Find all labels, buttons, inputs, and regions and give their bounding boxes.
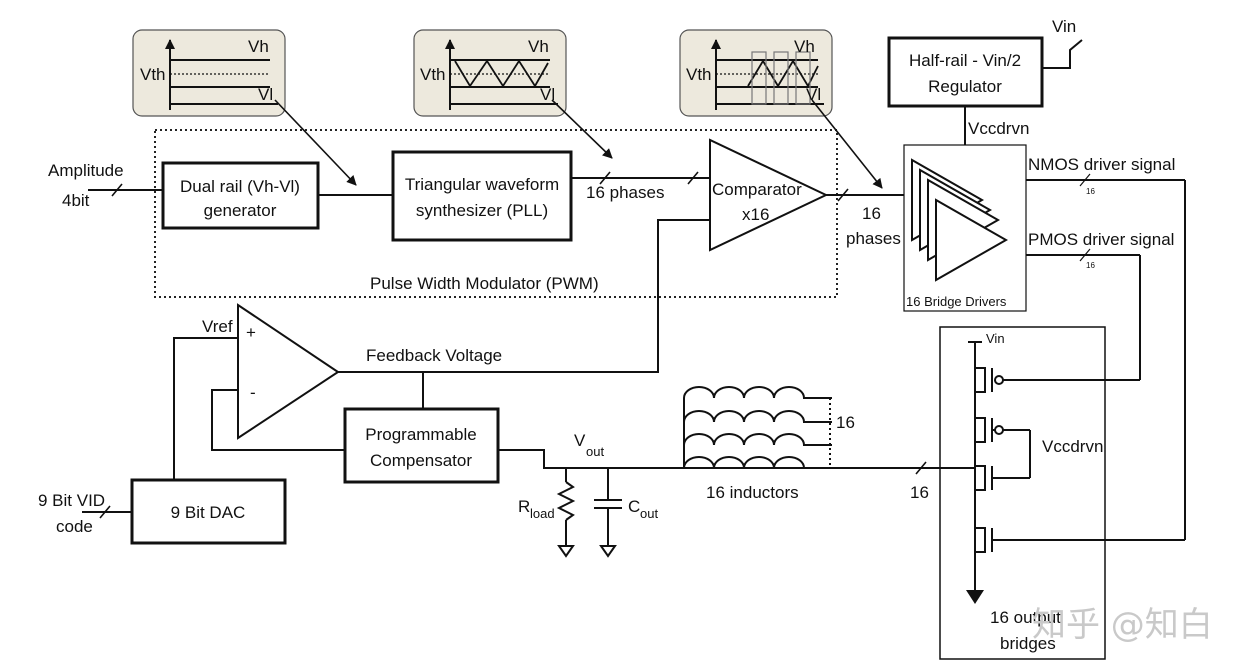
amp-plus-label: +	[246, 323, 256, 342]
comparator-label-2: x16	[742, 205, 769, 224]
pwm-region-label: Pulse Width Modulator (PWM)	[370, 274, 599, 293]
rload-resistor	[556, 481, 576, 521]
output-bridges-label-1: 16 output	[990, 608, 1061, 627]
inductor-count-label: 16	[836, 413, 855, 432]
rload-subscript: load	[530, 506, 555, 521]
inset2-vl: Vl	[540, 85, 555, 104]
inset1-vh: Vh	[248, 37, 269, 56]
inset3-pointer	[811, 99, 883, 189]
programmable-compensator-block	[343, 407, 500, 484]
regulator-label-2: Regulator	[928, 77, 1002, 96]
nmos-label: NMOS driver signal	[1028, 155, 1175, 174]
vin-top-label: Vin	[1052, 17, 1076, 36]
vin-bridge-label: Vin	[986, 331, 1005, 346]
bridge-drivers-label: 16 Bridge Drivers	[906, 294, 1007, 309]
dual-rail-label-2: generator	[204, 201, 277, 220]
rload-label: R	[518, 497, 530, 516]
amplitude-bits-label: 4bit	[62, 191, 90, 210]
triangular-synth-block	[391, 150, 573, 242]
inset2-vth: Vth	[420, 65, 446, 84]
phases-label-2b: phases	[846, 229, 901, 248]
inset3-vh: Vh	[794, 37, 815, 56]
svg-text:16: 16	[1086, 187, 1095, 196]
inset2-vh: Vh	[528, 37, 549, 56]
output-bridges-block	[939, 326, 1106, 660]
cout-label: C	[628, 497, 640, 516]
compensator-label-1: Programmable	[365, 425, 477, 444]
cout-subscript: out	[640, 506, 658, 521]
feedback-wire	[338, 219, 710, 373]
inset-triangular-waveform: Vh Vth Vl	[413, 29, 567, 117]
inset3-vth: Vth	[686, 65, 712, 84]
vccdrvn-top-label: Vccdrvn	[968, 119, 1029, 138]
comparator-label-1: Comparator	[712, 180, 802, 199]
feedback-label: Feedback Voltage	[366, 346, 502, 365]
triangular-label-1: Triangular waveform	[405, 175, 559, 194]
compensator-label-2: Compensator	[370, 451, 472, 470]
vout-label: V	[574, 431, 586, 450]
vout-subscript: out	[586, 444, 604, 459]
phases-label-1: 16 phases	[586, 183, 664, 202]
transistor-stack	[975, 367, 1185, 553]
inductors-label: 16 inductors	[706, 483, 799, 502]
triangular-label-2: synthesizer (PLL)	[416, 201, 548, 220]
pmos-label: PMOS driver signal	[1028, 230, 1174, 249]
amplitude-label: Amplitude	[48, 161, 124, 180]
phases-label-2a: 16	[862, 204, 881, 223]
regulator-label-1: Half-rail - Vin/2	[909, 51, 1021, 70]
inductor-bank	[683, 386, 832, 469]
vid-label: 9 Bit VID	[38, 491, 105, 510]
vid-code-label: code	[56, 517, 93, 536]
comparator-block	[709, 138, 829, 252]
inset-comparator-waveform: Vh Vth Vl	[679, 29, 833, 117]
inset2-pointer	[551, 99, 613, 159]
inset1-vth: Vth	[140, 65, 166, 84]
inset1-vl: Vl	[258, 85, 273, 104]
watermark: 知乎 @知白	[1032, 605, 1213, 645]
amp-minus-label: -	[250, 383, 256, 402]
output-bridges-label-2: bridges	[1000, 634, 1056, 653]
pwm-region	[154, 129, 838, 298]
vref-label: Vref	[202, 317, 233, 336]
dac-label: 9 Bit DAC	[171, 503, 246, 522]
inset1-pointer	[274, 99, 357, 186]
half-rail-regulator-block	[887, 36, 1044, 108]
inset3-vl: Vl	[806, 85, 821, 104]
bus-16-label: 16	[910, 483, 929, 502]
error-amplifier	[237, 303, 340, 440]
vout-wire	[498, 449, 975, 469]
vccdrvn-bridge-label: Vccdrvn	[1042, 437, 1103, 456]
inset-dual-rail-waveform: Vh Vth Vl	[132, 29, 286, 117]
vin-wire	[1042, 39, 1083, 69]
svg-text:16: 16	[1086, 261, 1095, 270]
dual-rail-label-1: Dual rail (Vh-Vl)	[180, 177, 300, 196]
